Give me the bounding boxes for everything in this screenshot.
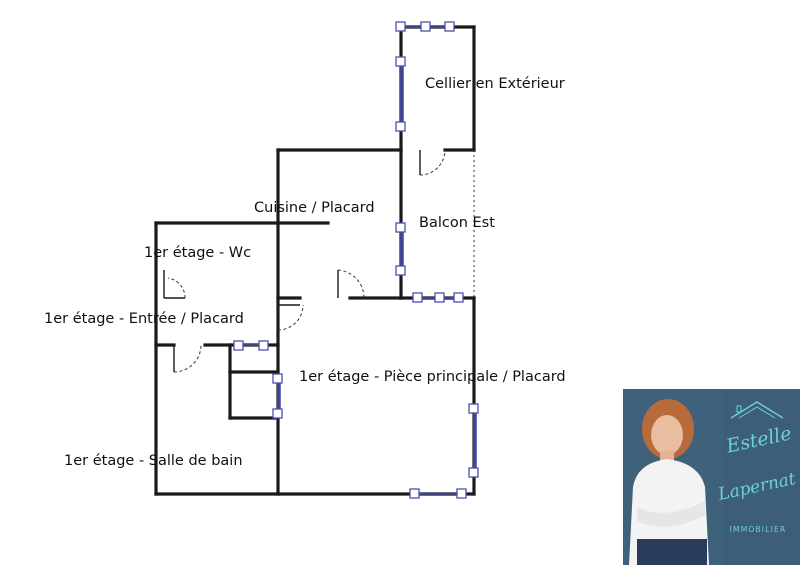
- label-entree: 1er étage - Entrée / Placard: [44, 311, 244, 327]
- agent-photo: [623, 389, 723, 565]
- label-piece: 1er étage - Pièce principale / Placard: [299, 369, 566, 385]
- piece-walls: [399, 150, 476, 496]
- label-wc: 1er étage - Wc: [144, 245, 251, 261]
- window-piece: [233, 340, 479, 499]
- label-balcon: Balcon Est: [419, 215, 495, 231]
- agent-tagline: IMMOBILIER: [729, 525, 787, 534]
- label-sdb: 1er étage - Salle de bain: [64, 453, 243, 469]
- window-cellier: [395, 21, 455, 132]
- roof-icon: [730, 401, 784, 419]
- window-balcon: [395, 222, 464, 303]
- agent-last-name: Lapernat: [716, 469, 798, 505]
- agent-card: Estelle Lapernat IMMOBILIER: [623, 389, 800, 565]
- label-cellier: Cellier en Extérieur: [425, 76, 565, 92]
- label-cuisine: Cuisine / Placard: [254, 200, 375, 216]
- cellier-walls: [399, 25, 476, 176]
- agent-first-name: Estelle: [724, 422, 794, 458]
